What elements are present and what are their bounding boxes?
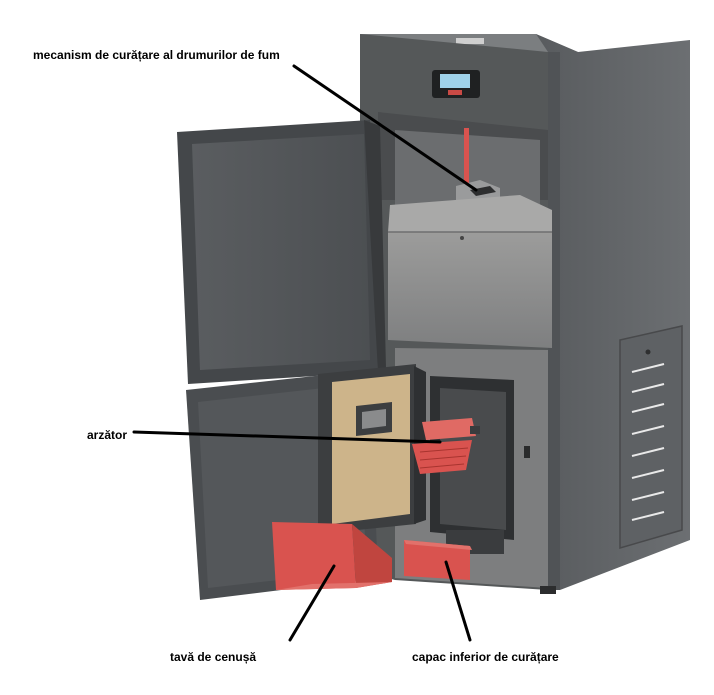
control-buttons xyxy=(448,90,462,95)
burner xyxy=(412,418,480,474)
ash-tray xyxy=(272,522,392,590)
upper-door-edge xyxy=(364,120,386,372)
chamber-door-window-inner xyxy=(362,409,386,429)
leader-cleaning-mechanism xyxy=(292,64,478,192)
leader-lower-cleaning-cover xyxy=(444,560,472,642)
cleaning-mechanism-top xyxy=(470,186,496,196)
label-burner: arzător xyxy=(87,428,128,442)
side-service-cover xyxy=(619,325,683,549)
chamber-bolt xyxy=(524,446,530,458)
boiler-foot xyxy=(540,586,556,594)
side-screw xyxy=(645,349,651,355)
chamber-door-insulation xyxy=(332,374,410,524)
lower-cleaning-cover xyxy=(404,540,472,580)
leader-burner xyxy=(132,430,442,444)
label-lower-cleaning-cover: capac inferior de curățare xyxy=(412,650,559,664)
side-panel-right-edge xyxy=(548,52,560,590)
top-vent xyxy=(456,38,484,44)
cleaning-mechanism-rod xyxy=(464,128,469,186)
upper-door-panel xyxy=(192,134,370,370)
label-cleaning-mechanism: mecanism de curățare al drumurilor de fu… xyxy=(33,48,280,62)
exchanger-bolt xyxy=(460,236,464,240)
heat-exchanger-front xyxy=(388,232,552,348)
label-ash-tray: tavă de cenușă xyxy=(170,650,257,664)
heat-exchanger-top xyxy=(388,195,552,232)
control-display xyxy=(440,74,470,88)
leader-ash-tray xyxy=(288,564,336,642)
side-vent-slots xyxy=(631,363,665,521)
leader-lines xyxy=(132,64,478,642)
